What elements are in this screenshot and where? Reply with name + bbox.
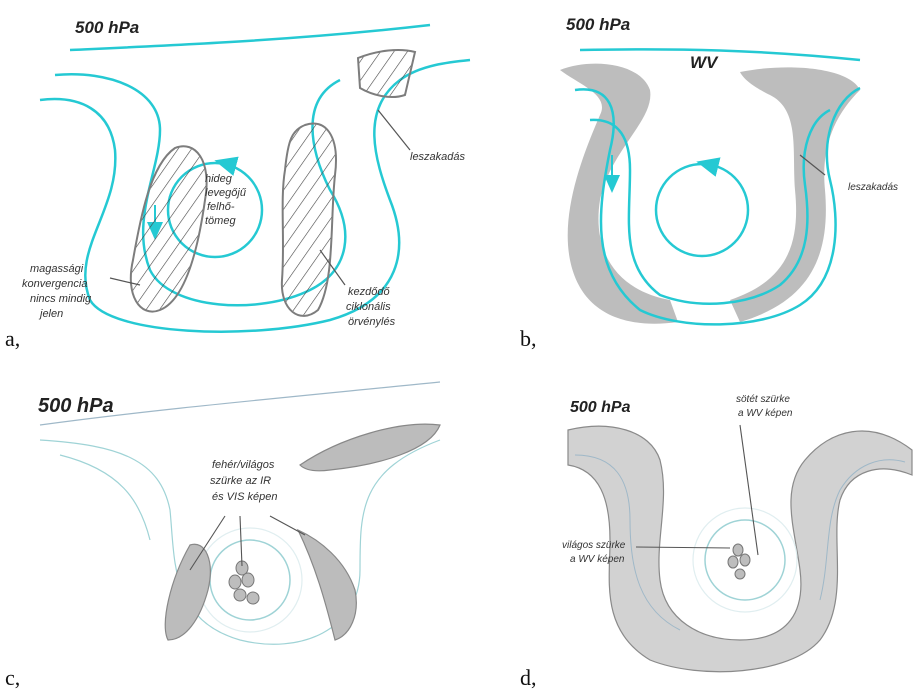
light-note-d-2: a WV képen — [570, 554, 625, 565]
cumulus-cell-c-3 — [242, 573, 254, 587]
title-d: 500 hPa — [570, 399, 631, 416]
wv-label-b: WV — [690, 53, 719, 72]
convergence-label-a-4: jelen — [38, 308, 63, 320]
panel-b: 500 hPa WV leszakadás b, — [520, 15, 898, 351]
title-a: 500 hPa — [75, 18, 139, 37]
cloud-band-upper-right-c — [300, 424, 440, 471]
cold-air-label-a-2: levegőjű — [205, 187, 247, 199]
panel-label-d: d, — [520, 665, 537, 690]
cumulus-cell-d-1 — [733, 544, 743, 556]
cold-air-label-a-4: tömeg — [205, 215, 236, 227]
vorticity-label-a-1: kezdődő — [348, 286, 390, 298]
cumulus-cell-c-4 — [234, 589, 246, 601]
circulation-arrow-b — [706, 164, 718, 167]
cumulus-cell-d-2 — [728, 556, 738, 568]
dark-note-d-2: a WV képen — [738, 408, 793, 419]
panel-label-c: c, — [5, 665, 20, 690]
note-c-2: szürke az IR — [210, 475, 271, 487]
panel-c: 500 hPa fehér/világos szürke az IR és VI… — [5, 382, 440, 690]
title-c: 500 hPa — [38, 395, 114, 417]
light-note-d-1: világos szürke — [562, 540, 626, 551]
subsidence-cloud-a — [358, 50, 415, 97]
streamline-inner-c — [60, 455, 150, 540]
note-c-1: fehér/világos — [212, 459, 275, 471]
leader-subsidence-a — [378, 110, 410, 150]
vorticity-label-a-2: ciklonális — [346, 301, 391, 313]
panel-label-a: a, — [5, 326, 20, 351]
cloud-band-left-c — [165, 544, 210, 640]
vorticity-label-a-3: örvénylés — [348, 316, 396, 328]
streamline-500hpa-b — [580, 49, 860, 60]
circulation-arrow-a — [224, 163, 235, 166]
streamline-outer-a — [40, 60, 470, 332]
dark-note-d-1: sötét szürke — [736, 394, 790, 405]
vorticity-cloud-a — [282, 123, 336, 315]
cloud-band-right-c — [298, 530, 356, 640]
cold-air-label-a-3: felhő- — [207, 201, 235, 213]
convergence-cloud-a — [131, 146, 207, 311]
panel-a: 500 hPa hideg levegőjű felhő- tömeg lesz… — [5, 18, 470, 351]
cumulus-cell-d-3 — [740, 554, 750, 566]
note-c-3: és VIS képen — [212, 491, 277, 503]
title-b: 500 hPa — [566, 15, 630, 34]
cold-air-label-a-1: hideg — [205, 173, 233, 185]
convergence-label-a-1: magassági — [30, 263, 84, 275]
panel-d: 500 hPa sötét szürke a WV képen világos … — [520, 394, 912, 690]
subsidence-label-b: leszakadás — [848, 182, 898, 193]
leader-c-3 — [270, 516, 305, 535]
cold-air-circulation-b — [656, 164, 748, 256]
subsidence-label-a: leszakadás — [410, 151, 466, 163]
cumulus-cell-c-5 — [247, 592, 259, 604]
cumulus-cell-d-4 — [735, 569, 745, 579]
leader-dark-d — [740, 425, 758, 555]
convergence-label-a-3: nincs mindig — [30, 293, 92, 305]
panel-label-b: b, — [520, 326, 537, 351]
convergence-label-a-2: konvergencia — [22, 278, 87, 290]
cumulus-cell-c-2 — [229, 575, 241, 589]
